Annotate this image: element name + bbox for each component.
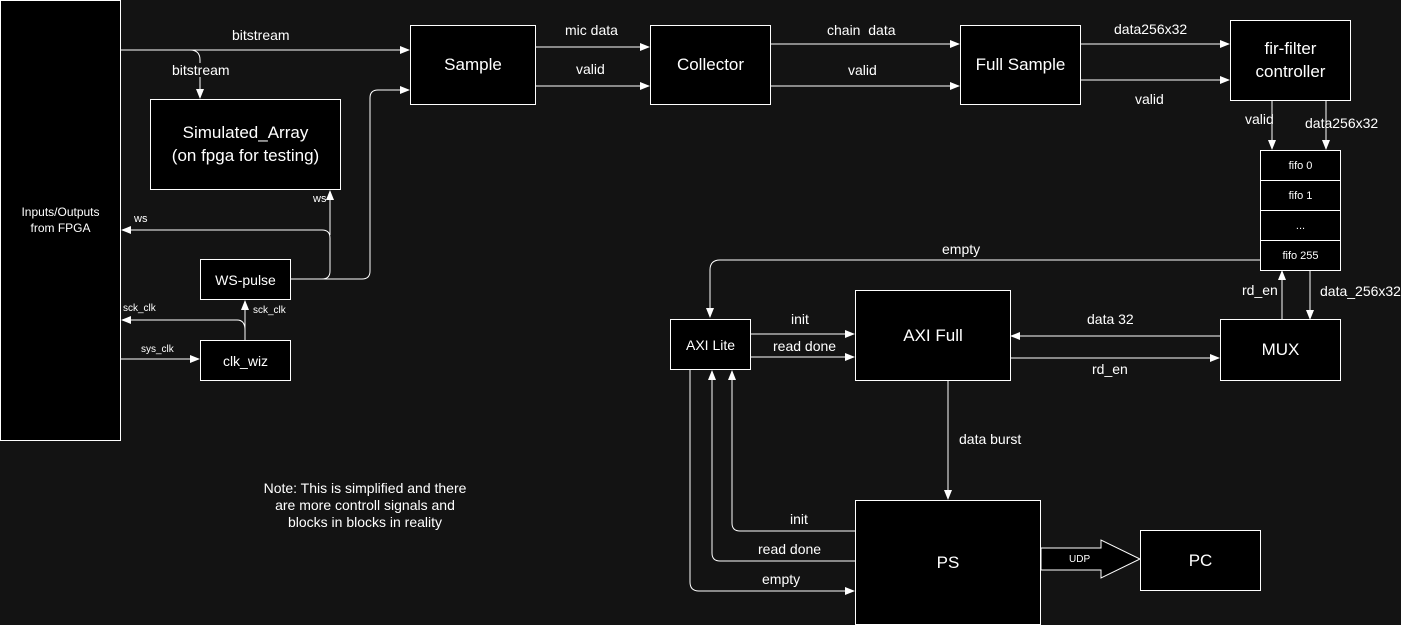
label-data-32: data 32 [1087, 311, 1134, 327]
label-read-done-axi: read done [773, 338, 837, 354]
label-read-done-ps: read done [758, 541, 822, 557]
label-data-burst: data burst [958, 431, 1023, 447]
label-data256x32-top: data256x32 [1114, 21, 1188, 37]
axi-lite-block: AXI Lite [670, 319, 751, 370]
pc-block: PC [1140, 530, 1261, 591]
label-sys-clk: sys_clk [141, 344, 174, 355]
label-chain-data: chain data [827, 22, 896, 38]
fifo-row-1: fifo 1 [1260, 180, 1341, 211]
label-rd-en-fifo: rd_en [1242, 282, 1278, 298]
label-sck-clk-io: sck_clk [123, 303, 156, 314]
label-bitstream-top: bitstream [232, 27, 290, 43]
label-ws-sim: ws [313, 193, 327, 205]
label-empty-ps: empty [762, 571, 801, 587]
clk-wiz-block: clk_wiz [200, 340, 291, 381]
axi-full-block: AXI Full [855, 290, 1011, 381]
full-sample-block: Full Sample [960, 25, 1081, 105]
label-data-256x32: data_256x32 [1320, 283, 1401, 299]
udp-block-arrow [1040, 539, 1142, 579]
label-data256x32-fir: data256x32 [1305, 115, 1379, 131]
arrow-wspulse-to-sample [290, 86, 410, 280]
label-valid-sample: valid [576, 61, 605, 77]
mux-block: MUX [1220, 319, 1341, 381]
label-valid-collector: valid [848, 62, 877, 78]
sample-block: Sample [410, 25, 536, 105]
label-sck-clk-pulse: sck_clk [253, 305, 286, 316]
simulated-array-block: Simulated_Array (on fpga for testing) [150, 99, 341, 190]
arrow-wspulse-to-io-ws [121, 226, 331, 280]
fifo-row-0: fifo 0 [1260, 150, 1341, 181]
fifo-row-255: fifo 255 [1260, 240, 1341, 271]
label-empty-top: empty [942, 241, 981, 257]
label-init-axi: init [791, 311, 809, 327]
label-udp: UDP [1069, 554, 1091, 565]
arrow-clkwiz-to-io-sck [121, 316, 246, 331]
arrow-ps-to-axilite-init [728, 370, 855, 532]
ws-pulse-block: WS-pulse [200, 259, 291, 300]
fifo-row-ellipsis: ... [1260, 210, 1341, 241]
diagram-note: Note: This is simplified and there are m… [263, 480, 467, 530]
arrow-io-to-simarray-bitstream [189, 49, 204, 99]
label-ws-io: ws [134, 213, 148, 225]
label-valid-fir: valid [1245, 111, 1274, 127]
label-mic-data: mic data [565, 22, 618, 38]
label-bitstream-branch: bitstream [171, 62, 231, 78]
collector-block: Collector [650, 25, 771, 105]
arrow-axilite-to-ps-empty [689, 370, 855, 595]
fir-filter-controller-block: fir-filter controller [1230, 20, 1351, 101]
io-fpga-block: Inputs/Outputs from FPGA [0, 0, 121, 441]
arrow-ps-to-axilite-readdone [708, 370, 855, 562]
arrow-fifo-to-axilite-empty [706, 259, 1260, 318]
ps-block: PS [855, 500, 1041, 625]
label-valid-fullsample: valid [1135, 91, 1164, 107]
label-init-ps: init [790, 511, 808, 527]
label-rd-en-mux: rd_en [1092, 361, 1128, 377]
